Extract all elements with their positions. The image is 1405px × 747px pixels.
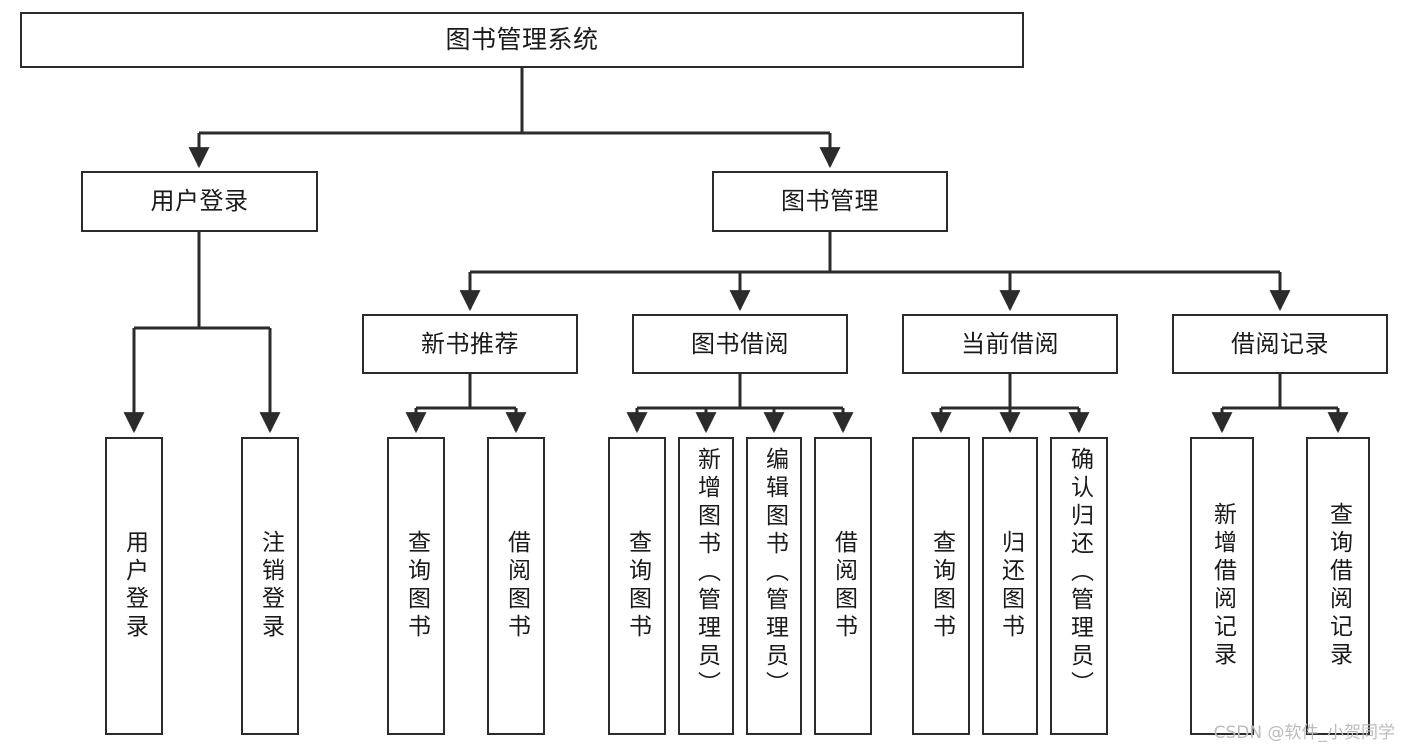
node-root-book-management-system[interactable]: 图书管理系统: [20, 12, 1024, 68]
leaf-return-book[interactable]: 归还图书: [982, 437, 1038, 735]
node-label: 归还图书: [997, 530, 1024, 642]
node-label: 编辑图书（管理员）: [761, 447, 788, 699]
leaf-query-borrow-record[interactable]: 查询借阅记录: [1306, 437, 1370, 735]
node-label: 查询借阅记录: [1325, 502, 1352, 670]
leaf-edit-book-admin[interactable]: 编辑图书（管理员）: [746, 437, 802, 735]
leaf-user-login[interactable]: 用户登录: [105, 437, 163, 735]
leaf-borrow-book-recommend[interactable]: 借阅图书: [487, 437, 545, 735]
node-borrow-record[interactable]: 借阅记录: [1172, 314, 1388, 374]
node-label: 用户登录: [121, 530, 148, 642]
node-label: 新书推荐: [421, 329, 519, 358]
node-label: 借阅图书: [830, 530, 857, 642]
leaf-logout-login[interactable]: 注销登录: [241, 437, 299, 735]
node-label: 新增借阅记录: [1209, 502, 1236, 670]
leaf-add-borrow-record[interactable]: 新增借阅记录: [1190, 437, 1254, 735]
node-book-management[interactable]: 图书管理: [712, 171, 948, 232]
leaf-query-book-borrow[interactable]: 查询图书: [608, 437, 666, 735]
leaf-add-book-admin[interactable]: 新增图书（管理员）: [678, 437, 734, 735]
node-new-book-recommend[interactable]: 新书推荐: [362, 314, 578, 374]
node-label: 用户登录: [150, 187, 249, 216]
node-label: 确认归还（管理员）: [1066, 447, 1093, 699]
leaf-query-book-recommend[interactable]: 查询图书: [387, 437, 445, 735]
leaf-query-book-current[interactable]: 查询图书: [912, 437, 970, 735]
node-label: 图书借阅: [691, 329, 789, 358]
node-label: 查询图书: [928, 530, 955, 642]
node-label: 借阅图书: [503, 530, 530, 642]
node-current-borrow[interactable]: 当前借阅: [902, 314, 1118, 374]
node-label: 图书管理系统: [445, 25, 599, 55]
node-label: 查询图书: [403, 530, 430, 642]
leaf-borrow-book-borrow[interactable]: 借阅图书: [814, 437, 872, 735]
node-label: 图书管理: [781, 187, 879, 216]
csdn-watermark: CSDN @软件_小贺同学: [1213, 723, 1395, 743]
node-book-borrow[interactable]: 图书借阅: [632, 314, 848, 374]
node-user-login[interactable]: 用户登录: [81, 171, 318, 232]
node-label: 注销登录: [257, 530, 284, 642]
node-label: 查询图书: [624, 530, 651, 642]
node-label: 借阅记录: [1231, 329, 1329, 358]
leaf-confirm-return-admin[interactable]: 确认归还（管理员）: [1050, 437, 1108, 735]
node-label: 当前借阅: [961, 329, 1059, 358]
node-label: 新增图书（管理员）: [693, 447, 720, 699]
